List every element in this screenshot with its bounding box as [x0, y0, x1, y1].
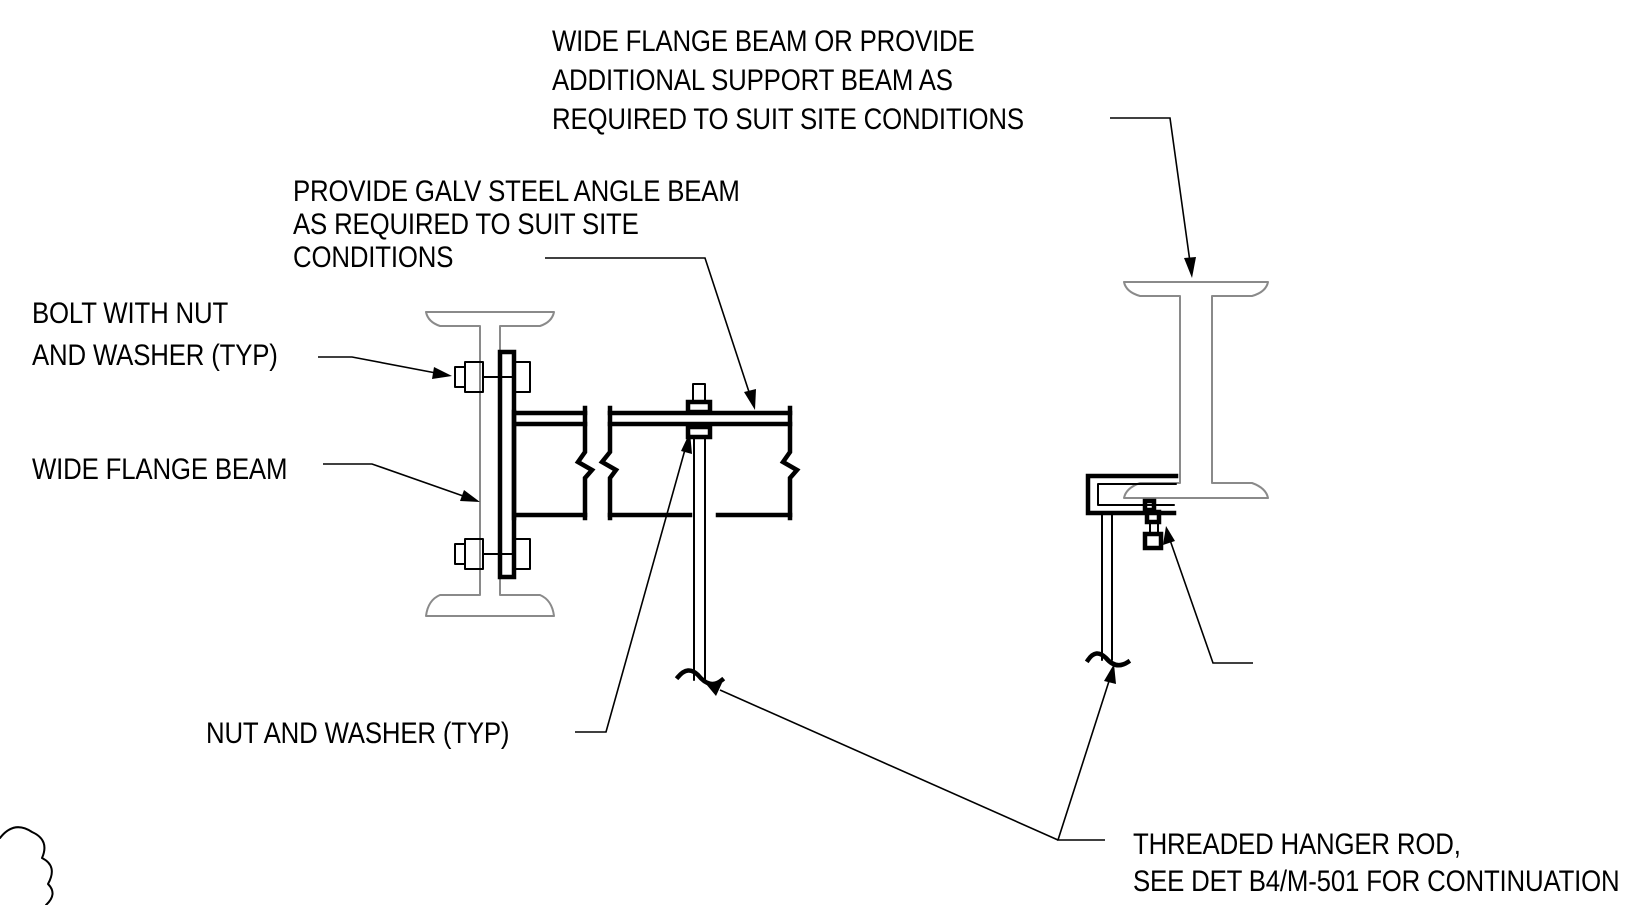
- leader-hanger-rod: [706, 664, 1116, 841]
- bolt-note-line-1: BOLT WITH NUT: [32, 297, 229, 330]
- left-wide-flange-beam: [425, 311, 555, 617]
- top-beam-note-line-3: REQUIRED TO SUIT SITE CONDITIONS: [552, 103, 1024, 136]
- top-beam-note: WIDE FLANGE BEAM OR PROVIDE ADDITIONAL S…: [552, 25, 1024, 136]
- bolt-bottom: [454, 538, 531, 570]
- leader-clamp: [1163, 526, 1253, 664]
- left-hanger-rod: [674, 383, 726, 687]
- top-beam-note-line-2: ADDITIONAL SUPPORT BEAM AS: [552, 64, 953, 97]
- angle-beam-note-line-2: AS REQUIRED TO SUIT SITE: [293, 208, 639, 241]
- revision-cloud: [0, 826, 54, 905]
- nut-washer-note-line-1: NUT AND WASHER (TYP): [206, 717, 510, 750]
- leader-top-beam: [1110, 117, 1196, 278]
- top-beam-note-line-1: WIDE FLANGE BEAM OR PROVIDE: [552, 25, 975, 58]
- bolt-note-line-2: AND WASHER (TYP): [32, 339, 278, 372]
- angle-beam-note-line-1: PROVIDE GALV STEEL ANGLE BEAM: [293, 175, 740, 208]
- hanger-rod-note: THREADED HANGER ROD, SEE DET B4/M-501 FO…: [1133, 828, 1620, 898]
- leader-angle-beam: [545, 257, 756, 410]
- angle-beam: [515, 405, 801, 521]
- hanger-rod-note-line-2: SEE DET B4/M-501 FOR CONTINUATION: [1133, 865, 1620, 898]
- leader-wide-flange: [323, 463, 480, 502]
- bolt-note: BOLT WITH NUT AND WASHER (TYP): [32, 297, 278, 372]
- leader-bolt: [318, 356, 452, 379]
- wide-flange-note: WIDE FLANGE BEAM: [32, 453, 287, 486]
- hanger-rod-note-line-1: THREADED HANGER ROD,: [1133, 828, 1461, 861]
- wide-flange-note-line-1: WIDE FLANGE BEAM: [32, 453, 288, 486]
- end-plate: [497, 349, 517, 580]
- leader-nut-washer: [575, 432, 692, 733]
- right-hanger-rod: [1084, 512, 1132, 668]
- beam-clamp: [1085, 473, 1179, 551]
- angle-beam-note: PROVIDE GALV STEEL ANGLE BEAM AS REQUIRE…: [293, 175, 740, 274]
- right-wide-flange-beam: [1123, 281, 1269, 499]
- bolt-top: [454, 361, 531, 393]
- nut-washer-note: NUT AND WASHER (TYP): [206, 717, 509, 750]
- angle-beam-note-line-3: CONDITIONS: [293, 241, 454, 274]
